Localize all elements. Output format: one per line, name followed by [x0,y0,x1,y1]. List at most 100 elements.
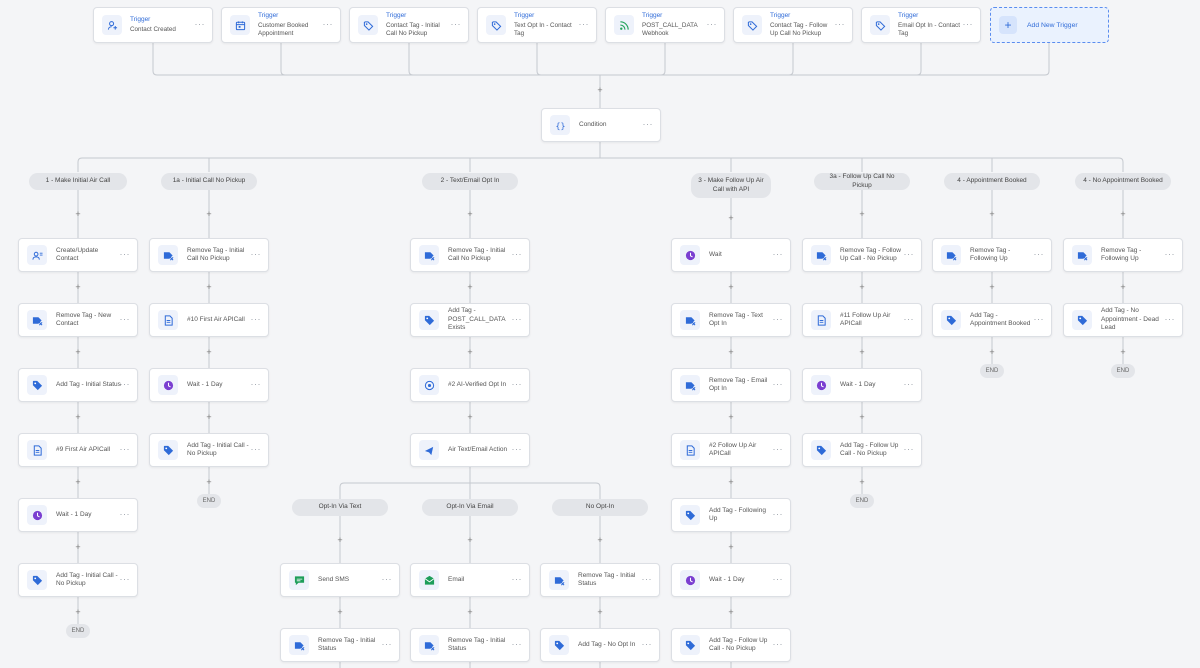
more-options-icon[interactable]: ··· [642,119,653,129]
more-options-icon[interactable]: ··· [903,444,914,454]
more-options-icon[interactable]: ··· [772,249,783,259]
action-step-card[interactable]: Add Tag - Initial Status··· [18,368,138,402]
add-step-button[interactable]: + [206,477,212,487]
add-step-button[interactable]: + [467,535,473,545]
add-step-button[interactable]: + [206,209,212,219]
action-step-card[interactable]: Add Tag - Following Up··· [671,498,791,532]
action-step-card[interactable]: Remove Tag - Following Up··· [1063,238,1183,272]
more-options-icon[interactable]: ··· [903,249,914,259]
more-options-icon[interactable]: ··· [511,379,522,389]
add-step-button[interactable]: + [337,535,343,545]
more-options-icon[interactable]: ··· [511,444,522,454]
add-step-button[interactable]: + [337,607,343,617]
branch-label[interactable]: 3a - Follow Up Call No Pickup [814,173,910,190]
add-step-button[interactable]: + [859,282,865,292]
add-step-button[interactable]: + [728,542,734,552]
more-options-icon[interactable]: ··· [194,19,205,29]
add-step-button[interactable]: + [1120,282,1126,292]
more-options-icon[interactable]: ··· [772,574,783,584]
action-step-card[interactable]: #11 Follow Up Air APICall··· [802,303,922,337]
action-step-card[interactable]: Air Text/Email Action··· [410,433,530,467]
branch-label[interactable]: 2 - Text/Email Opt In [422,173,518,190]
more-options-icon[interactable]: ··· [381,639,392,649]
add-step-button[interactable]: + [859,347,865,357]
more-options-icon[interactable]: ··· [641,639,652,649]
add-step-button[interactable]: + [206,347,212,357]
action-step-card[interactable]: Wait - 1 Day··· [671,563,791,597]
more-options-icon[interactable]: ··· [511,639,522,649]
more-options-icon[interactable]: ··· [119,574,130,584]
add-step-button[interactable]: + [75,412,81,422]
add-new-trigger-button[interactable]: +Add New Trigger [990,7,1109,43]
action-step-card[interactable]: Add Tag - POST_CALL_DATA Exists··· [410,303,530,337]
branch-label[interactable]: 1 - Make Initial Air Call [29,173,127,190]
action-step-card[interactable]: Add Tag - Follow Up Call - No Pickup··· [671,628,791,662]
action-step-card[interactable]: Create/Update Contact··· [18,238,138,272]
add-step-button[interactable]: + [597,85,603,95]
sub-branch-label[interactable]: Opt-In Via Text [292,499,388,516]
more-options-icon[interactable]: ··· [772,444,783,454]
add-step-button[interactable]: + [75,477,81,487]
more-options-icon[interactable]: ··· [119,249,130,259]
more-options-icon[interactable]: ··· [511,249,522,259]
more-options-icon[interactable]: ··· [1033,249,1044,259]
more-options-icon[interactable]: ··· [772,639,783,649]
action-step-card[interactable]: Remove Tag - Initial Call No Pickup··· [410,238,530,272]
action-step-card[interactable]: Remove Tag - Following Up··· [932,238,1052,272]
action-step-card[interactable]: {}Condition··· [541,108,661,142]
action-step-card[interactable]: Wait··· [671,238,791,272]
action-step-card[interactable]: Remove Tag - Email Opt In··· [671,368,791,402]
more-options-icon[interactable]: ··· [578,19,589,29]
action-step-card[interactable]: Add Tag - Initial Call - No Pickup··· [18,563,138,597]
more-options-icon[interactable]: ··· [119,314,130,324]
add-step-button[interactable]: + [728,282,734,292]
add-step-button[interactable]: + [989,209,995,219]
add-step-button[interactable]: + [597,535,603,545]
sub-branch-label[interactable]: Opt-In Via Email [422,499,518,516]
more-options-icon[interactable]: ··· [511,574,522,584]
add-step-button[interactable]: + [467,282,473,292]
more-options-icon[interactable]: ··· [772,509,783,519]
more-options-icon[interactable]: ··· [706,19,717,29]
more-options-icon[interactable]: ··· [903,379,914,389]
more-options-icon[interactable]: ··· [119,509,130,519]
add-step-button[interactable]: + [467,607,473,617]
branch-label[interactable]: 3 - Make Follow Up Air Call with API [691,173,771,198]
more-options-icon[interactable]: ··· [834,19,845,29]
more-options-icon[interactable]: ··· [322,19,333,29]
add-step-button[interactable]: + [467,412,473,422]
add-step-button[interactable]: + [728,412,734,422]
more-options-icon[interactable]: ··· [250,249,261,259]
action-step-card[interactable]: #2 Follow Up Air APICall··· [671,433,791,467]
add-step-button[interactable]: + [75,347,81,357]
branch-label[interactable]: 1a - Initial Call No Pickup [161,173,257,190]
action-step-card[interactable]: Add Tag - No Appointment - Dead Lead··· [1063,303,1183,337]
add-step-button[interactable]: + [75,607,81,617]
more-options-icon[interactable]: ··· [119,379,130,389]
more-options-icon[interactable]: ··· [641,574,652,584]
more-options-icon[interactable]: ··· [381,574,392,584]
add-step-button[interactable]: + [597,607,603,617]
action-step-card[interactable]: Add Tag - No Opt In··· [540,628,660,662]
action-step-card[interactable]: Wait - 1 Day··· [802,368,922,402]
action-step-card[interactable]: Add Tag - Initial Call - No Pickup··· [149,433,269,467]
more-options-icon[interactable]: ··· [450,19,461,29]
more-options-icon[interactable]: ··· [772,314,783,324]
add-step-button[interactable]: + [75,209,81,219]
sub-branch-label[interactable]: No Opt-In [552,499,648,516]
action-step-card[interactable]: Wait - 1 Day··· [149,368,269,402]
add-step-button[interactable]: + [859,412,865,422]
add-step-button[interactable]: + [728,477,734,487]
action-step-card[interactable]: Remove Tag - Initial Call No Pickup··· [149,238,269,272]
more-options-icon[interactable]: ··· [772,379,783,389]
action-step-card[interactable]: Send SMS··· [280,563,400,597]
action-step-card[interactable]: Remove Tag - Text Opt In··· [671,303,791,337]
more-options-icon[interactable]: ··· [250,444,261,454]
add-step-button[interactable]: + [75,282,81,292]
action-step-card[interactable]: Remove Tag - Follow Up Call - No Pickup·… [802,238,922,272]
